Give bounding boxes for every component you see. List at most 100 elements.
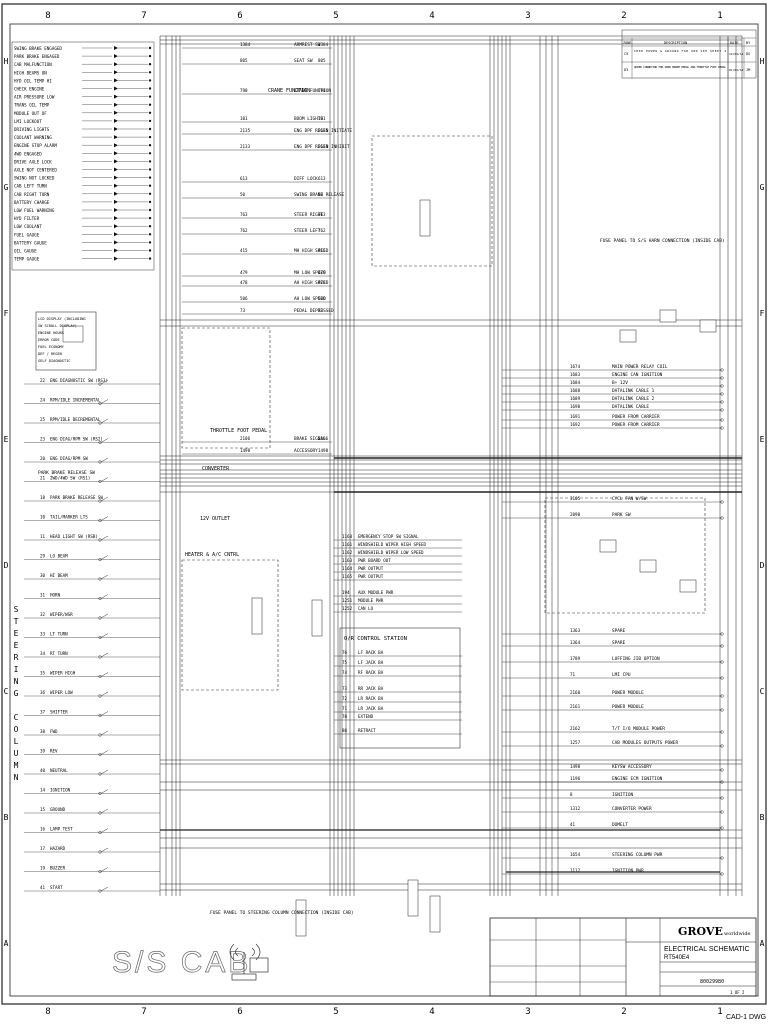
- gps-antenna-icon: [229, 943, 269, 981]
- indicator-label: CAB RIGHT TURN: [14, 192, 50, 197]
- center-row-wire: 73: [318, 308, 324, 313]
- override-row-wire: 74: [342, 670, 348, 675]
- switch-lever-icon: [100, 477, 109, 482]
- steering-row-label: BUZZER: [50, 866, 66, 871]
- steering-row-label: 2WD/4WD SW (RS1): [50, 476, 90, 481]
- indicator-label: 4WD ENGAGED: [14, 151, 42, 156]
- right-row-wire: 1498: [570, 764, 581, 769]
- rev-2-date: 01/02/12: [729, 68, 744, 72]
- override-row-label: RR JACK BA: [358, 686, 384, 691]
- override-row-wire: 71: [342, 706, 348, 711]
- relay-icon: [679, 579, 697, 593]
- cab-label: S/S CAB: [112, 946, 251, 979]
- right-row-wire: 1690: [570, 404, 581, 409]
- right-row-wire: 1312: [570, 806, 581, 811]
- center-row-label: MH HIGH SPEED: [294, 248, 329, 254]
- override-row-wire: 72: [342, 696, 348, 701]
- center-row-label: ENG DPF REGEN INITIATE: [294, 128, 353, 134]
- steering-row-label: LT TURN: [50, 632, 68, 637]
- steering-row-label: IGNITION: [50, 788, 71, 793]
- indicator-label: SWING BRAKE ENGAGED: [14, 46, 62, 51]
- right-row-label: DOMELT: [612, 822, 628, 828]
- indicator-node: [148, 233, 152, 236]
- right-row-label: POWER MODULE: [612, 690, 644, 696]
- override-row-wire: 1161: [342, 542, 353, 547]
- relay-icon: [699, 319, 717, 333]
- switch-lever-icon: [100, 750, 109, 755]
- steering-row-number: 22: [40, 378, 46, 383]
- switch-lever-icon: [100, 418, 109, 424]
- right-row-wire: 1689: [570, 396, 581, 401]
- right-row-wire: 1688: [570, 388, 581, 393]
- rev-2-desc: ADDED CONNECTOR FOR PARK BRAKE PEDAL AND…: [634, 65, 726, 69]
- right-row-wire: 1684: [570, 380, 581, 385]
- center-row-wire: 762: [318, 228, 326, 233]
- indicator-label: TEMP GAUGE: [14, 257, 40, 262]
- right-row-wire: 2162: [570, 726, 581, 731]
- indicator-led-icon: [114, 143, 118, 148]
- brand-logo: GROVE: [678, 925, 723, 938]
- center-row-wire-left: 805: [240, 58, 248, 63]
- outer-border: [1, 3, 767, 1005]
- steering-row-number: 14: [40, 788, 46, 793]
- indicator-label: HYD OIL TEMP HI: [14, 78, 52, 83]
- right-row-label: POWER MODULE: [612, 704, 644, 710]
- right-row-label: POWER FROM CARRIER: [612, 422, 660, 428]
- center-row-wire-left: 506: [240, 296, 248, 301]
- indicator-led-icon: [114, 199, 118, 204]
- steering-row-label: WIPER HIGH: [50, 671, 76, 676]
- lcd-label: SELF DIAGNOSTIC: [38, 359, 70, 363]
- indicator-led-icon: [114, 175, 118, 180]
- zone-col-bottom: 1: [717, 1007, 722, 1017]
- indicator-node: [148, 54, 152, 58]
- override-row-wire: 76: [342, 650, 348, 655]
- right-row-wire: 1112: [570, 868, 581, 873]
- indicator-label: TRANS OIL TEMP: [14, 103, 50, 108]
- zone-col-top: 6: [237, 11, 242, 21]
- steering-row-label: SHIFTER: [50, 710, 68, 715]
- steering-row-number: 20: [40, 456, 46, 461]
- indicator-label: DRIVING LIGHTS: [14, 127, 50, 132]
- steering-column-letter: N: [14, 677, 19, 686]
- steering-row-label: RPM/IDLE DECREMENTAL: [50, 417, 101, 422]
- indicator-node: [148, 103, 152, 106]
- steering-row-label: TAIL/MARKER LTS: [50, 515, 88, 520]
- center-row-label: SWING BRAKE RELEASE: [294, 192, 345, 198]
- indicator-led-icon: [114, 151, 118, 156]
- relay-icon: [639, 559, 657, 573]
- right-row-label: SPARE: [612, 640, 626, 646]
- zone-row-left: G: [4, 183, 9, 192]
- indicator-label: BATTERY CHARGE: [14, 200, 50, 205]
- wiring-bus-lines: [159, 35, 743, 937]
- zone-col-top: 3: [525, 11, 530, 21]
- center-row-label: ACCESSORY: [294, 448, 318, 454]
- sheet-number: 1 OF 2: [730, 990, 745, 995]
- steering-column-letter: R: [14, 653, 19, 662]
- switch-lever-icon: [100, 672, 109, 677]
- drawing-footer: CAD-1 DWG: [726, 1014, 766, 1021]
- terminal-icon: [720, 408, 724, 412]
- zone-col-top: 4: [429, 11, 434, 21]
- override-row-label: LR RACK BA: [358, 696, 384, 701]
- indicator-node: [148, 200, 152, 204]
- steering-row-number: 40: [40, 768, 46, 773]
- switch-lever-icon: [100, 594, 109, 599]
- steering-row-label: WIPER/WSR: [50, 612, 73, 617]
- indicator-node: [148, 249, 152, 252]
- right-row-wire: 71: [570, 672, 576, 677]
- steering-row-label: REV: [50, 749, 58, 754]
- override-row-wire: 1163: [342, 558, 353, 563]
- relay-icon: [659, 309, 677, 323]
- switch-lever-icon: [100, 555, 109, 560]
- center-row-wire: 50: [318, 192, 324, 197]
- right-row-label: LUFFING JIB OPTION: [612, 656, 660, 662]
- indicator-label: CHECK ENGINE: [14, 87, 45, 92]
- center-row-wire: 2133: [318, 144, 329, 149]
- indicator-led-icon: [114, 62, 118, 67]
- switch-lever-icon: [100, 535, 109, 541]
- lcd-display-box: [35, 311, 97, 371]
- rev-h-date: DATE: [730, 41, 738, 45]
- title-block: GROVE worldwide ELECTRICAL SCHEMATIC RT5…: [489, 917, 757, 997]
- zone-row-left: F: [4, 309, 9, 318]
